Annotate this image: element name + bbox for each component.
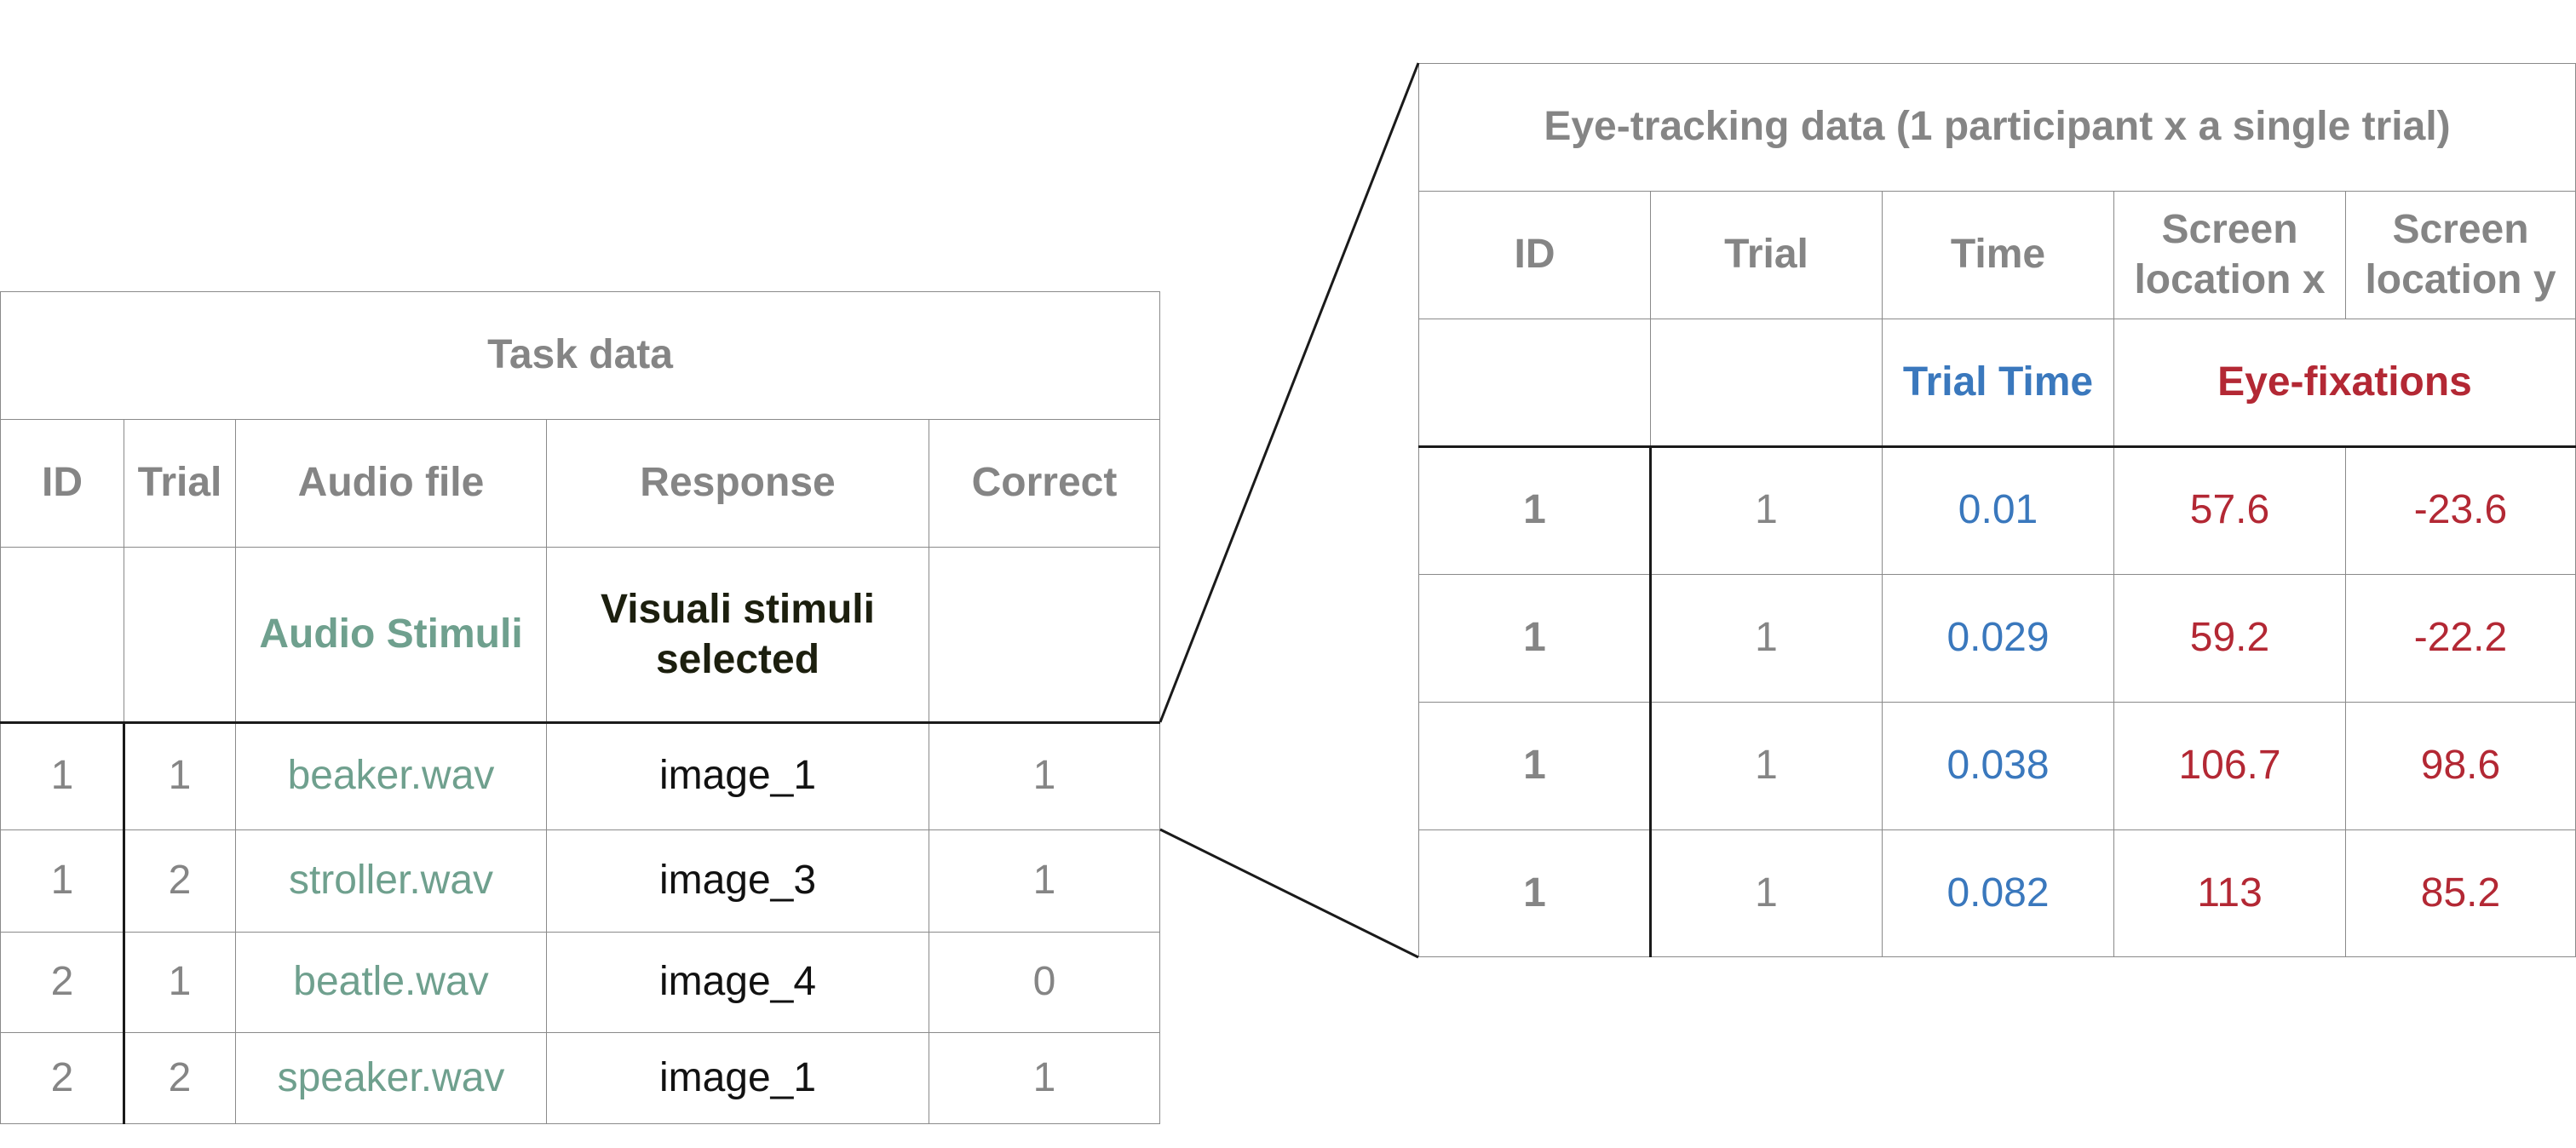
eye-row-1-x: 57.6 bbox=[2113, 446, 2345, 574]
task-id-separator bbox=[123, 722, 125, 1124]
task-header-separator bbox=[0, 721, 1160, 724]
eye-header-trial: Trial bbox=[1650, 191, 1882, 319]
task-row-2-audio: stroller.wav bbox=[235, 829, 546, 932]
eye-subheader-id bbox=[1418, 319, 1650, 446]
eye-table-title: Eye-tracking data (1 participant x a sin… bbox=[1418, 63, 2576, 191]
eye-row-3-id: 1 bbox=[1418, 702, 1650, 829]
eye-row-2-x: 59.2 bbox=[2113, 574, 2345, 702]
task-table-title: Task data bbox=[0, 291, 1160, 419]
task-row-3-id: 2 bbox=[0, 932, 124, 1032]
task-row-4-id: 2 bbox=[0, 1032, 124, 1124]
audio-stimuli-label: Audio Stimuli bbox=[235, 547, 546, 722]
eye-row-4-x: 113 bbox=[2113, 829, 2345, 957]
task-header-correct: Correct bbox=[929, 419, 1160, 547]
trial-time-label: Trial Time bbox=[1882, 319, 2113, 446]
task-header-response: Response bbox=[546, 419, 929, 547]
task-subheader-id bbox=[0, 547, 124, 722]
task-subheader-correct bbox=[929, 547, 1160, 722]
eye-header-separator bbox=[1418, 445, 2576, 448]
task-row-1-correct: 1 bbox=[929, 722, 1160, 829]
eye-row-4-trial: 1 bbox=[1650, 829, 1882, 957]
task-row-2-correct: 1 bbox=[929, 829, 1160, 932]
eye-row-3-x: 106.7 bbox=[2113, 702, 2345, 829]
eye-row-4-id: 1 bbox=[1418, 829, 1650, 957]
eye-row-2-id: 1 bbox=[1418, 574, 1650, 702]
task-row-3-audio: beatle.wav bbox=[235, 932, 546, 1032]
task-row-3-response: image_4 bbox=[546, 932, 929, 1032]
task-row-4-response: image_1 bbox=[546, 1032, 929, 1124]
eye-row-2-y: -22.2 bbox=[2345, 574, 2576, 702]
eye-subheader-trial bbox=[1650, 319, 1882, 446]
task-row-2-id: 1 bbox=[0, 829, 124, 932]
eye-row-4-y: 85.2 bbox=[2345, 829, 2576, 957]
task-row-4-audio: speaker.wav bbox=[235, 1032, 546, 1124]
task-row-2-response: image_3 bbox=[546, 829, 929, 932]
eye-header-id: ID bbox=[1418, 191, 1650, 319]
visual-stimuli-label: Visuali stimuli selected bbox=[546, 547, 929, 722]
eye-row-3-time: 0.038 bbox=[1882, 702, 2113, 829]
eye-id-separator bbox=[1649, 446, 1652, 957]
task-subheader-trial bbox=[124, 547, 235, 722]
eye-header-screen-x: Screen location x bbox=[2113, 191, 2345, 319]
task-header-id: ID bbox=[0, 419, 124, 547]
eye-header-screen-y: Screen location y bbox=[2345, 191, 2576, 319]
eye-row-4-time: 0.082 bbox=[1882, 829, 2113, 957]
eye-row-2-time: 0.029 bbox=[1882, 574, 2113, 702]
eye-header-time: Time bbox=[1882, 191, 2113, 319]
task-header-audio-file: Audio file bbox=[235, 419, 546, 547]
task-row-3-correct: 0 bbox=[929, 932, 1160, 1032]
connector-line-top bbox=[1159, 62, 1420, 723]
task-header-trial: Trial bbox=[124, 419, 235, 547]
eye-fixations-label: Eye-fixations bbox=[2113, 319, 2576, 446]
connector-line-bottom bbox=[1159, 828, 1419, 959]
task-row-4-correct: 1 bbox=[929, 1032, 1160, 1124]
